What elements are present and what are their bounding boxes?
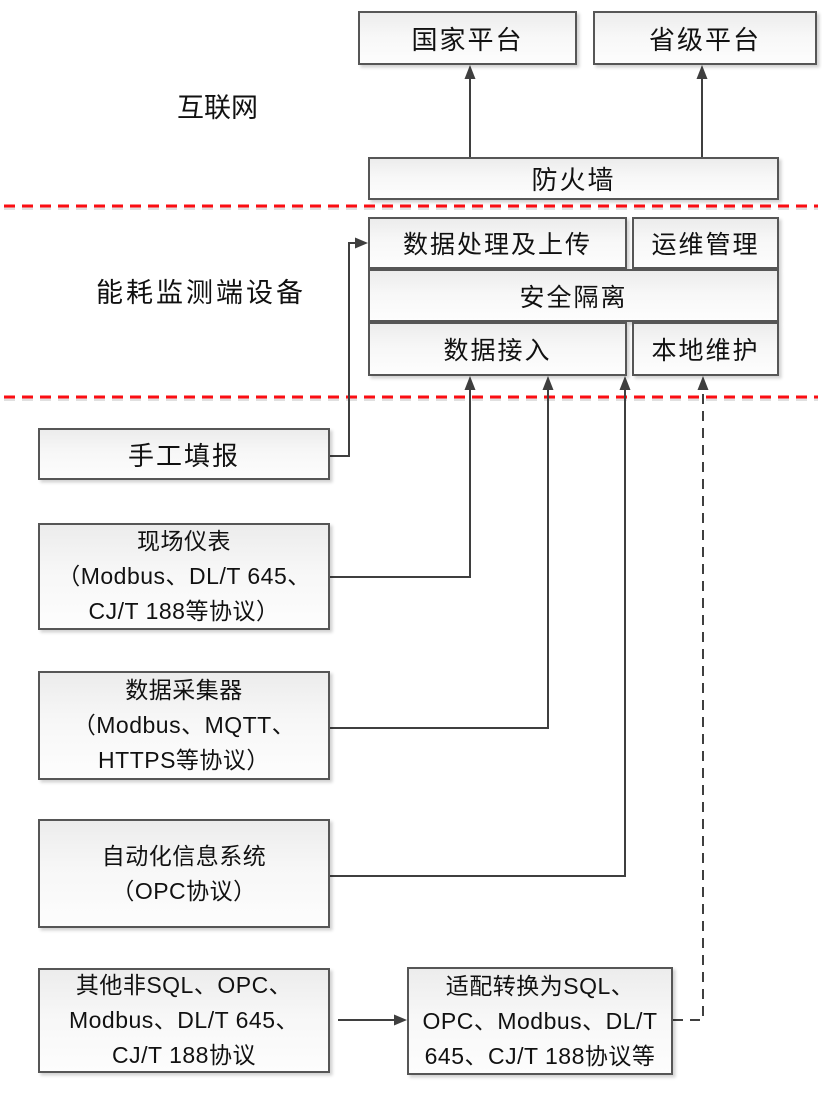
- arrowhead-firewall-to-national: [464, 65, 476, 79]
- node-field-instruments-line3: CJ/T 188等协议）: [88, 598, 280, 624]
- arrow-manual-to-processing: [330, 242, 355, 457]
- arrow-automation-to-access: [330, 390, 626, 877]
- node-data-processing-upload: 数据处理及上传: [368, 217, 627, 269]
- arrowhead-other-to-adapter: [394, 1014, 407, 1026]
- arrow-field-to-access: [330, 390, 471, 578]
- node-field-instruments-line1: 现场仪表: [137, 528, 231, 554]
- node-other-protocols-line1: 其他非SQL、OPC、: [75, 972, 293, 998]
- node-manual-entry: 手工填报: [38, 428, 330, 480]
- arrowhead-field-to-access: [464, 376, 476, 390]
- arrowhead-firewall-to-provincial: [696, 65, 708, 79]
- arrowhead-adapter-to-maintenance: [697, 376, 709, 390]
- node-field-instruments: 现场仪表 （Modbus、DL/T 645、 CJ/T 188等协议）: [38, 523, 330, 630]
- node-ops-management-label: 运维管理: [651, 231, 760, 259]
- zone-label-device: 能耗监测端设备: [96, 278, 306, 308]
- node-local-maintenance: 本地维护: [632, 322, 779, 376]
- node-firewall: 防火墙: [368, 157, 779, 200]
- node-other-protocols-line3: CJ/T 188协议: [112, 1042, 256, 1068]
- node-data-collector-line2: （Modbus、MQTT、: [72, 712, 296, 738]
- node-protocol-adapter-line3: 645、CJ/T 188协议等: [424, 1042, 656, 1069]
- node-security-isolation: 安全隔离: [368, 269, 779, 322]
- node-data-collector-line3: HTTPS等协议）: [98, 747, 270, 773]
- node-data-collector: 数据采集器 （Modbus、MQTT、 HTTPS等协议）: [38, 671, 330, 780]
- arrowhead-manual-to-processing: [355, 237, 368, 249]
- node-field-instruments-line2: （Modbus、DL/T 645、: [57, 563, 311, 589]
- node-provincial-platform-label: 省级平台: [648, 24, 761, 55]
- node-data-collector-line1: 数据采集器: [125, 677, 243, 703]
- node-national-platform: 国家平台: [358, 11, 577, 65]
- node-data-access-label: 数据接入: [443, 337, 552, 365]
- node-provincial-platform: 省级平台: [593, 11, 817, 65]
- node-automation-system: 自动化信息系统 （OPC协议）: [38, 819, 330, 928]
- dashed-arrow-adapter-to-maintenance: [673, 390, 704, 1021]
- node-data-processing-upload-label: 数据处理及上传: [402, 231, 592, 259]
- node-firewall-label: 防火墙: [531, 165, 616, 195]
- node-security-isolation-label: 安全隔离: [519, 283, 628, 312]
- node-ops-management: 运维管理: [632, 217, 779, 269]
- node-protocol-adapter: 适配转换为SQL、 OPC、Modbus、DL/T 645、CJ/T 188协议…: [407, 967, 673, 1075]
- node-automation-system-line1: 自动化信息系统: [101, 842, 267, 869]
- node-protocol-adapter-line2: OPC、Modbus、DL/T: [422, 1007, 658, 1034]
- node-protocol-adapter-line1: 适配转换为SQL、: [445, 972, 635, 999]
- zone-label-internet: 互联网: [177, 93, 258, 123]
- arrowhead-collector-to-access: [542, 376, 554, 390]
- node-data-access: 数据接入: [368, 322, 627, 376]
- arrow-collector-to-access: [330, 390, 549, 729]
- node-other-protocols: 其他非SQL、OPC、 Modbus、DL/T 645、 CJ/T 188协议: [38, 968, 330, 1073]
- node-other-protocols-line2: Modbus、DL/T 645、: [68, 1007, 299, 1033]
- node-local-maintenance-label: 本地维护: [651, 337, 760, 365]
- node-manual-entry-label: 手工填报: [127, 440, 240, 471]
- arrowhead-automation-to-access: [619, 376, 631, 390]
- node-automation-system-line2: （OPC协议）: [111, 877, 257, 904]
- node-national-platform-label: 国家平台: [411, 24, 524, 55]
